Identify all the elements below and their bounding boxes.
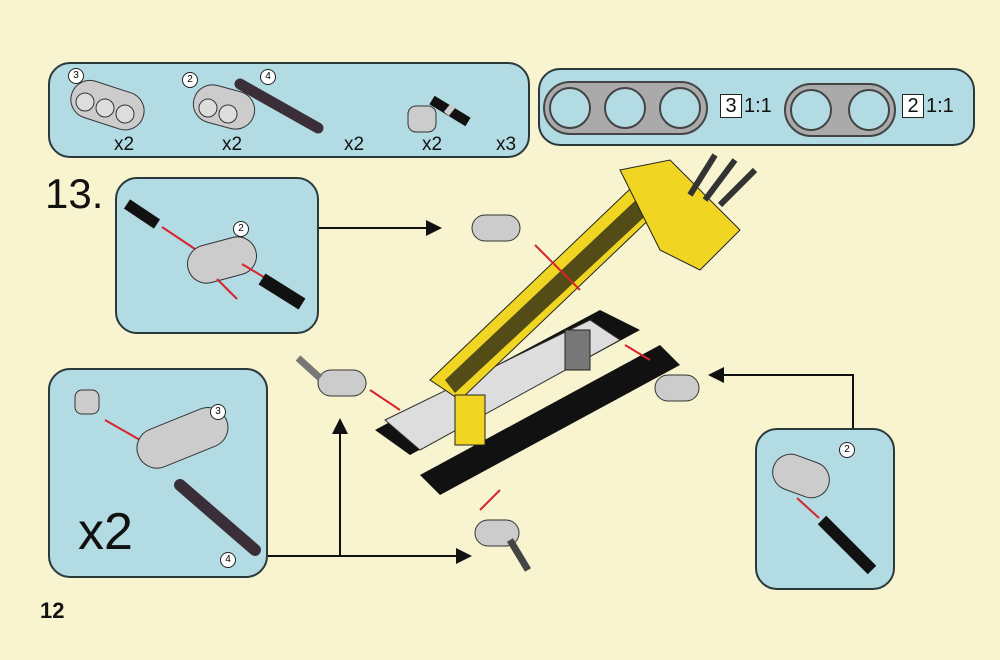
insertion-arrows [369, 244, 651, 511]
beam-2-outline-icon [784, 83, 896, 137]
sub3-size-label: 2 [839, 442, 855, 458]
scale-size-2: 2 [902, 94, 924, 118]
sub1-size-label: 2 [233, 221, 249, 237]
beam-outlines [543, 81, 896, 137]
subassembly-2-illustration [74, 389, 261, 556]
multiplier: x2 [78, 503, 133, 561]
size-label-4: 4 [260, 69, 276, 85]
qty-beam-3: x2 [114, 134, 135, 155]
subassembly-panel-2: 3 4 x2 [48, 368, 268, 578]
size-label-3: 3 [68, 68, 84, 84]
subassembly-panel-3: 2 [755, 428, 895, 590]
scale-size-3: 3 [720, 94, 742, 118]
model [375, 153, 758, 495]
qty-pin: x3 [496, 134, 517, 155]
qty-bush: x2 [422, 134, 443, 155]
qty-beam-2: x2 [222, 134, 243, 155]
sub2-size-label-3: 3 [210, 404, 226, 420]
subassembly-panel-1: 2 [115, 177, 319, 334]
page-number: 12 [40, 598, 65, 623]
beam-3-outline-icon [543, 81, 708, 135]
scale-ratio-3: 1:1 [744, 94, 772, 117]
beam-2-icon [192, 84, 256, 130]
bush-icon [407, 105, 437, 133]
scale-ratio-2: 1:1 [926, 94, 954, 117]
loose-parts [295, 214, 700, 572]
axle-4-icon [234, 78, 324, 134]
parts-list-panel: 3 2 4 x2 x2 x2 x2 x3 [48, 62, 530, 158]
step-number: 13. [45, 170, 104, 217]
subassembly-1-illustration [123, 199, 306, 310]
qty-axle: x2 [344, 134, 365, 155]
subassembly-3-illustration [772, 453, 877, 575]
sub2-size-label-4: 4 [220, 552, 236, 568]
beam-3-icon [70, 79, 145, 131]
parts-illustrations [70, 78, 471, 134]
size-label-2: 2 [182, 72, 198, 88]
pin-icon [429, 95, 471, 127]
